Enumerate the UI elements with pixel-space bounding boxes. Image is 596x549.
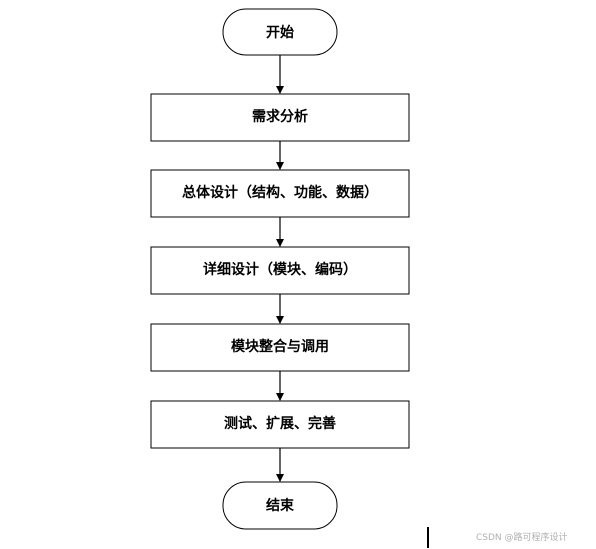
text-cursor (427, 527, 429, 548)
process-label-integration: 模块整合与调用 (231, 338, 329, 355)
process-label-requirements: 需求分析 (252, 108, 308, 125)
process-label-overall-design: 总体设计（结构、功能、数据） (182, 184, 378, 201)
watermark: CSDN @路可程序设计 (476, 533, 568, 543)
process-box-integration (150, 323, 410, 372)
process-box-requirements (150, 93, 410, 142)
end-label: 结束 (266, 497, 295, 514)
start-label: 开始 (266, 24, 294, 41)
process-box-detailed-design (150, 246, 410, 295)
end-terminator (222, 481, 338, 530)
process-box-testing (150, 400, 410, 449)
process-label-detailed-design: 详细设计（模块、编码） (203, 261, 357, 278)
process-label-testing: 测试、扩展、完善 (224, 415, 336, 432)
